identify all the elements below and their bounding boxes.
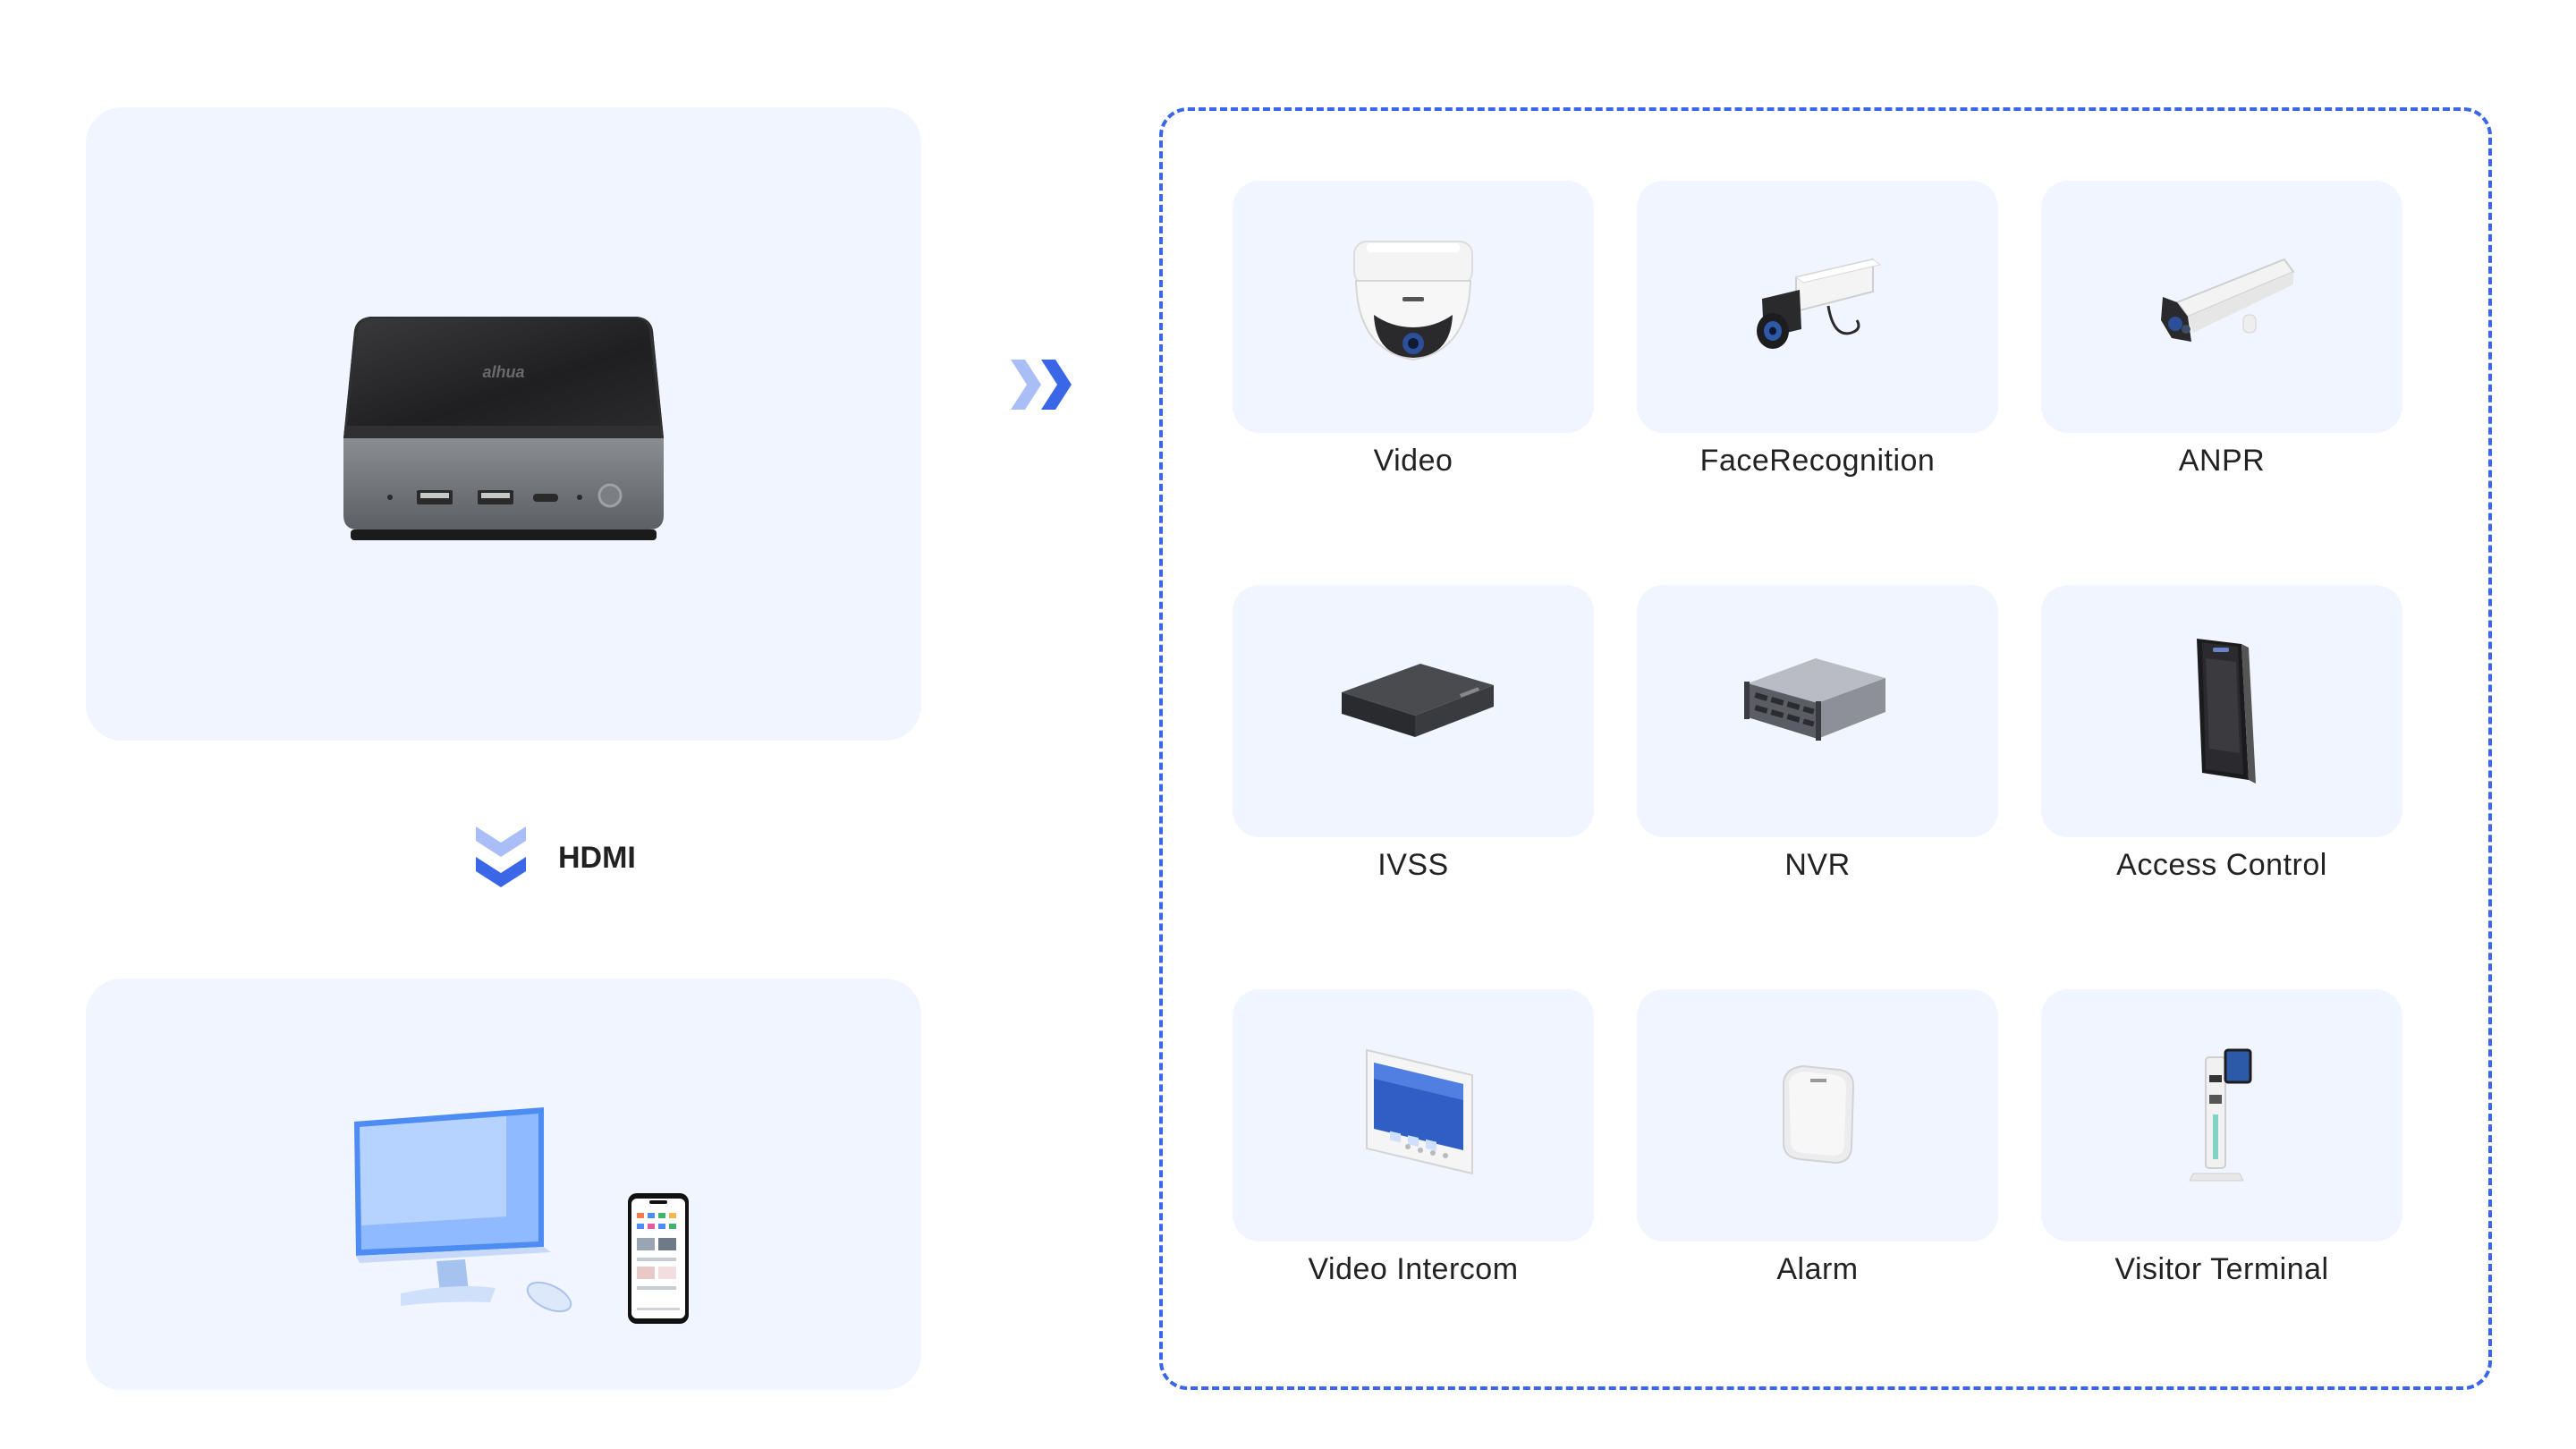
- device-label: ANPR: [2178, 444, 2266, 478]
- double-chevron-down-icon: [476, 826, 526, 887]
- box-camera-icon: [1757, 258, 1882, 349]
- device-tile: [2041, 989, 2402, 1241]
- mini-pc-icon: alhua: [343, 317, 664, 540]
- device-video-intercom: Video Intercom: [1233, 989, 1594, 1287]
- device-label: Visitor Terminal: [2114, 1252, 2329, 1286]
- device-label: NVR: [1784, 848, 1851, 882]
- device-tile: [1233, 989, 1594, 1241]
- device-tile: [1637, 989, 1998, 1241]
- smartphone-app-icon: [628, 1193, 689, 1324]
- device-label: Access Control: [2116, 848, 2327, 882]
- hdmi-label: HDMI: [558, 841, 636, 875]
- device-label: Video Intercom: [1308, 1252, 1519, 1286]
- device-label: Alarm: [1776, 1252, 1859, 1286]
- server-panel: alhua: [86, 107, 921, 741]
- device-face-recognition: FaceRecognition: [1637, 181, 1998, 479]
- device-tile: [1637, 585, 1998, 837]
- device-tile: [1637, 181, 1998, 433]
- device-video: Video: [1233, 181, 1594, 479]
- anpr-camera-icon: [2161, 258, 2295, 342]
- video-intercom-monitor-icon: [1366, 1048, 1473, 1175]
- desktop-monitor-icon: [354, 1107, 572, 1313]
- device-tile: [2041, 181, 2402, 433]
- device-label: FaceRecognition: [1699, 444, 1936, 478]
- nvr-rack-icon: [1744, 658, 1885, 741]
- device-alarm: Alarm: [1637, 989, 1998, 1287]
- mini-pc-logo: alhua: [482, 363, 524, 381]
- device-group-frame: Video FaceRecognition: [1159, 107, 2492, 1390]
- client-panel: [86, 979, 921, 1390]
- visitor-terminal-kiosk-icon: [2189, 1048, 2252, 1182]
- device-tile: [1233, 181, 1594, 433]
- device-anpr: ANPR: [2041, 181, 2402, 479]
- access-control-terminal-icon: [2197, 639, 2256, 784]
- alarm-hub-icon: [1783, 1064, 1855, 1165]
- device-label: IVSS: [1377, 848, 1449, 882]
- device-label: Video: [1373, 444, 1453, 478]
- device-tile: [2041, 585, 2402, 837]
- dome-camera-icon: [1353, 241, 1473, 361]
- double-chevron-right-icon: [1011, 360, 1072, 410]
- device-nvr: NVR: [1637, 585, 1998, 883]
- device-ivss: IVSS: [1233, 585, 1594, 883]
- device-tile: [1233, 585, 1594, 837]
- ivss-recorder-icon: [1342, 664, 1494, 737]
- device-visitor-terminal: Visitor Terminal: [2041, 989, 2402, 1287]
- device-access-control: Access Control: [2041, 585, 2402, 883]
